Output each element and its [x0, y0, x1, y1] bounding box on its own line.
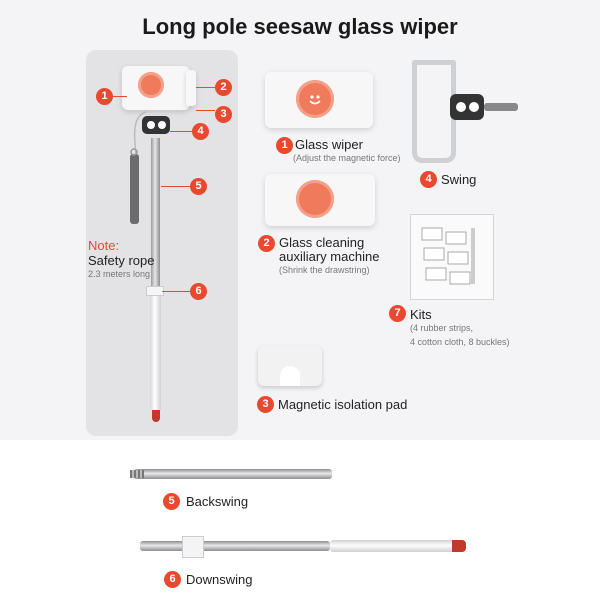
smiley-face-icon [296, 80, 334, 118]
item-4-badge: 4 [420, 171, 437, 188]
callout-5: 5 [190, 178, 207, 195]
item-7-detail-line1: (4 rubber strips, [410, 323, 474, 333]
item-7-badge: 7 [389, 305, 406, 322]
smiley-face-icon-glyph [309, 95, 321, 105]
assembled-pole-upper [151, 138, 160, 288]
callout-3-line [196, 110, 215, 111]
item-7-detail-line2: 4 cotton cloth, 8 buckles) [410, 337, 510, 347]
assembled-pole-lower [150, 288, 161, 410]
note-rope-length: 2.3 meters long [88, 269, 151, 279]
kits-contents-icon [421, 227, 475, 285]
assembled-knob [138, 72, 164, 98]
item-1-badge: 1 [276, 137, 293, 154]
callout-3: 3 [215, 106, 232, 123]
item-5-badge: 5 [163, 493, 180, 510]
backswing-thread [130, 470, 144, 478]
item-6-name: Downswing [186, 572, 253, 587]
item-2-badge: 2 [258, 235, 275, 252]
downswing-pole-upper-image [140, 541, 330, 551]
callout-6: 6 [190, 283, 207, 300]
downswing-pole-lower-image [330, 540, 456, 552]
callout-1-line [113, 96, 127, 97]
safety-rope-icon [130, 111, 147, 224]
item-6-badge: 6 [164, 571, 181, 588]
swing-joint-icon [142, 116, 170, 134]
page-title: Long pole seesaw glass wiper [142, 14, 458, 39]
callout-6-line [162, 291, 190, 292]
callout-2-line [196, 87, 215, 88]
backswing-pole-image [134, 469, 332, 479]
item-2-name-line2: auxiliary machine [279, 249, 380, 264]
item-7-name: Kits [410, 307, 432, 322]
note-safety-rope: Safety rope [88, 253, 155, 268]
item-4-name: Swing [441, 172, 477, 187]
callout-2: 2 [215, 79, 232, 96]
item-1-name: Glass wiper [295, 137, 363, 152]
assembled-aux-head [186, 70, 196, 106]
item-2-detail: (Shrink the drawstring) [279, 265, 370, 275]
aux-machine-knob [296, 180, 334, 218]
item-3-badge: 3 [257, 396, 274, 413]
callout-5-line [161, 186, 190, 187]
item-5-name: Backswing [186, 494, 249, 509]
item-1-detail: (Adjust the magnetic force) [293, 153, 401, 163]
item-2-name-line1: Glass cleaning [279, 235, 365, 250]
swing-joint-icon-large [450, 94, 518, 120]
callout-1: 1 [96, 88, 113, 105]
callout-4-line [170, 131, 192, 132]
swing-top-bar [412, 60, 456, 65]
item-3-name: Magnetic isolation pad [278, 397, 408, 412]
assembled-product-panel [86, 50, 238, 436]
isolation-pad-cutout [280, 366, 300, 386]
note-title: Note: [88, 238, 120, 253]
downswing-tip [452, 540, 466, 552]
downswing-clip [182, 536, 204, 558]
callout-4: 4 [192, 123, 209, 140]
pole-tip [152, 410, 160, 422]
